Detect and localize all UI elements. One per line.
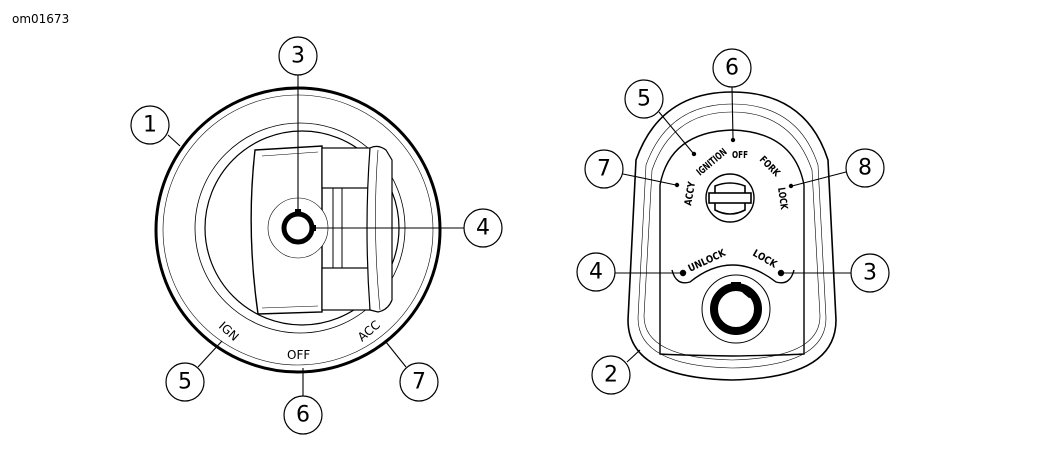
svg-text:4: 4 (589, 260, 603, 285)
callout-4-right: 4 (576, 252, 616, 292)
label-off: OFF (287, 348, 310, 362)
label-fork-lock: LOCK (775, 187, 789, 211)
callout-7-right: 7 (584, 149, 624, 189)
svg-text:5: 5 (637, 87, 651, 112)
svg-text:3: 3 (291, 44, 305, 69)
callout-1: 1 (130, 105, 170, 145)
left-switch: IGN OFF ACC 1 3 4 5 6 7 (130, 36, 503, 435)
svg-text:6: 6 (725, 56, 739, 81)
callout-8-right: 8 (845, 148, 885, 188)
figure-id: om01673 (12, 12, 70, 26)
callout-3: 3 (278, 36, 318, 76)
svg-text:4: 4 (476, 216, 490, 241)
svg-text:2: 2 (604, 363, 618, 388)
svg-text:8: 8 (858, 156, 872, 181)
harley-davidson-logo (705, 173, 755, 223)
label-accy: ACCY (683, 180, 698, 206)
callout-3-right: 3 (850, 253, 890, 293)
callout-5: 5 (165, 362, 205, 402)
callout-2-right: 2 (591, 355, 631, 395)
label-off-right: OFF (732, 150, 748, 161)
callout-6-right: 6 (712, 48, 752, 88)
svg-text:5: 5 (178, 370, 192, 395)
callout-7: 7 (399, 362, 439, 402)
callout-6: 6 (283, 395, 323, 435)
svg-text:3: 3 (863, 261, 877, 286)
svg-text:7: 7 (412, 370, 426, 395)
callout-5-right: 5 (624, 79, 664, 119)
svg-text:6: 6 (296, 403, 310, 428)
right-switch: ACCY IGNITION OFF FORK LOCK UNLOCK LOCK … (576, 48, 890, 395)
svg-text:7: 7 (597, 157, 611, 182)
label-acc: ACC (355, 318, 383, 345)
callout-4: 4 (463, 208, 503, 248)
svg-text:1: 1 (143, 113, 157, 138)
